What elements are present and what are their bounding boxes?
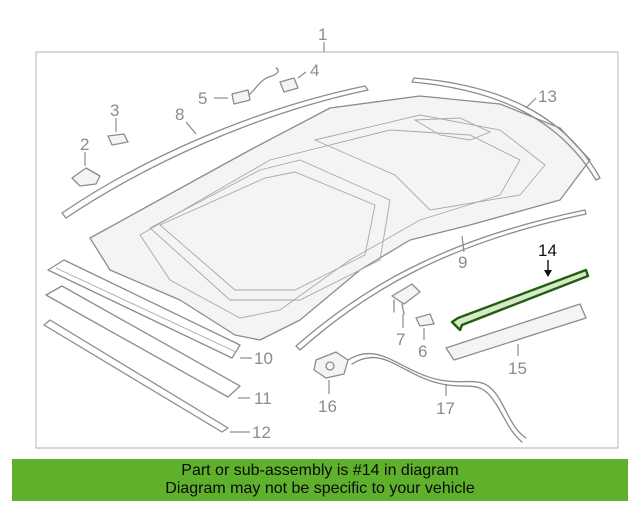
- leader-13: [525, 97, 537, 109]
- banner-line-1: Part or sub-assembly is #14 in diagram: [181, 462, 459, 479]
- part-6-clip: [415, 313, 435, 340]
- callout-6: 6: [418, 342, 427, 361]
- info-banner: Part or sub-assembly is #14 in diagram D…: [12, 459, 628, 501]
- part-10-weatherstrip: [47, 259, 252, 359]
- callout-17: 17: [436, 399, 455, 418]
- callout-14: 14: [538, 241, 557, 260]
- banner-line-2: Diagram may not be specific to your vehi…: [165, 480, 475, 497]
- leader-9: [461, 235, 465, 253]
- callout-2: 2: [80, 135, 89, 154]
- part-14-drip-molding: [450, 260, 590, 332]
- callout-11: 11: [254, 389, 272, 408]
- part-3-clip: [107, 118, 129, 146]
- part-4-connector: [279, 71, 307, 93]
- callout-9: 9: [458, 253, 467, 272]
- leader-8: [185, 121, 197, 135]
- callout-5: 5: [198, 89, 207, 108]
- part-13-molding: [411, 77, 601, 181]
- part-7-bracket: [391, 283, 421, 328]
- part-5-harness: [214, 67, 279, 105]
- part-12-seal: [43, 319, 250, 433]
- callout-3: 3: [110, 101, 119, 120]
- callout-10: 10: [254, 349, 273, 368]
- callout-12: 12: [252, 423, 271, 442]
- callout-1: 1: [318, 25, 327, 44]
- part-17-drain-hose: [347, 353, 527, 443]
- callout-16: 16: [318, 397, 337, 416]
- part-2-bracket: [71, 152, 101, 187]
- part-8-molding: [61, 85, 369, 219]
- parts-diagram: 1 2 3 4 5 6 7 8 9 10 11 12 13 14 15 16 1…: [35, 25, 619, 449]
- part-11-trim: [45, 285, 250, 399]
- callout-4: 4: [310, 61, 319, 80]
- callout-13: 13: [538, 87, 557, 106]
- callout-8: 8: [175, 105, 184, 124]
- callout-15: 15: [508, 359, 527, 378]
- part-9-molding: [295, 209, 587, 351]
- diagram-frame: [35, 51, 619, 449]
- part-16-motor: [313, 351, 349, 394]
- callout-7: 7: [396, 330, 405, 349]
- part-15-garnish: [445, 303, 587, 361]
- roof-panel: [89, 95, 591, 341]
